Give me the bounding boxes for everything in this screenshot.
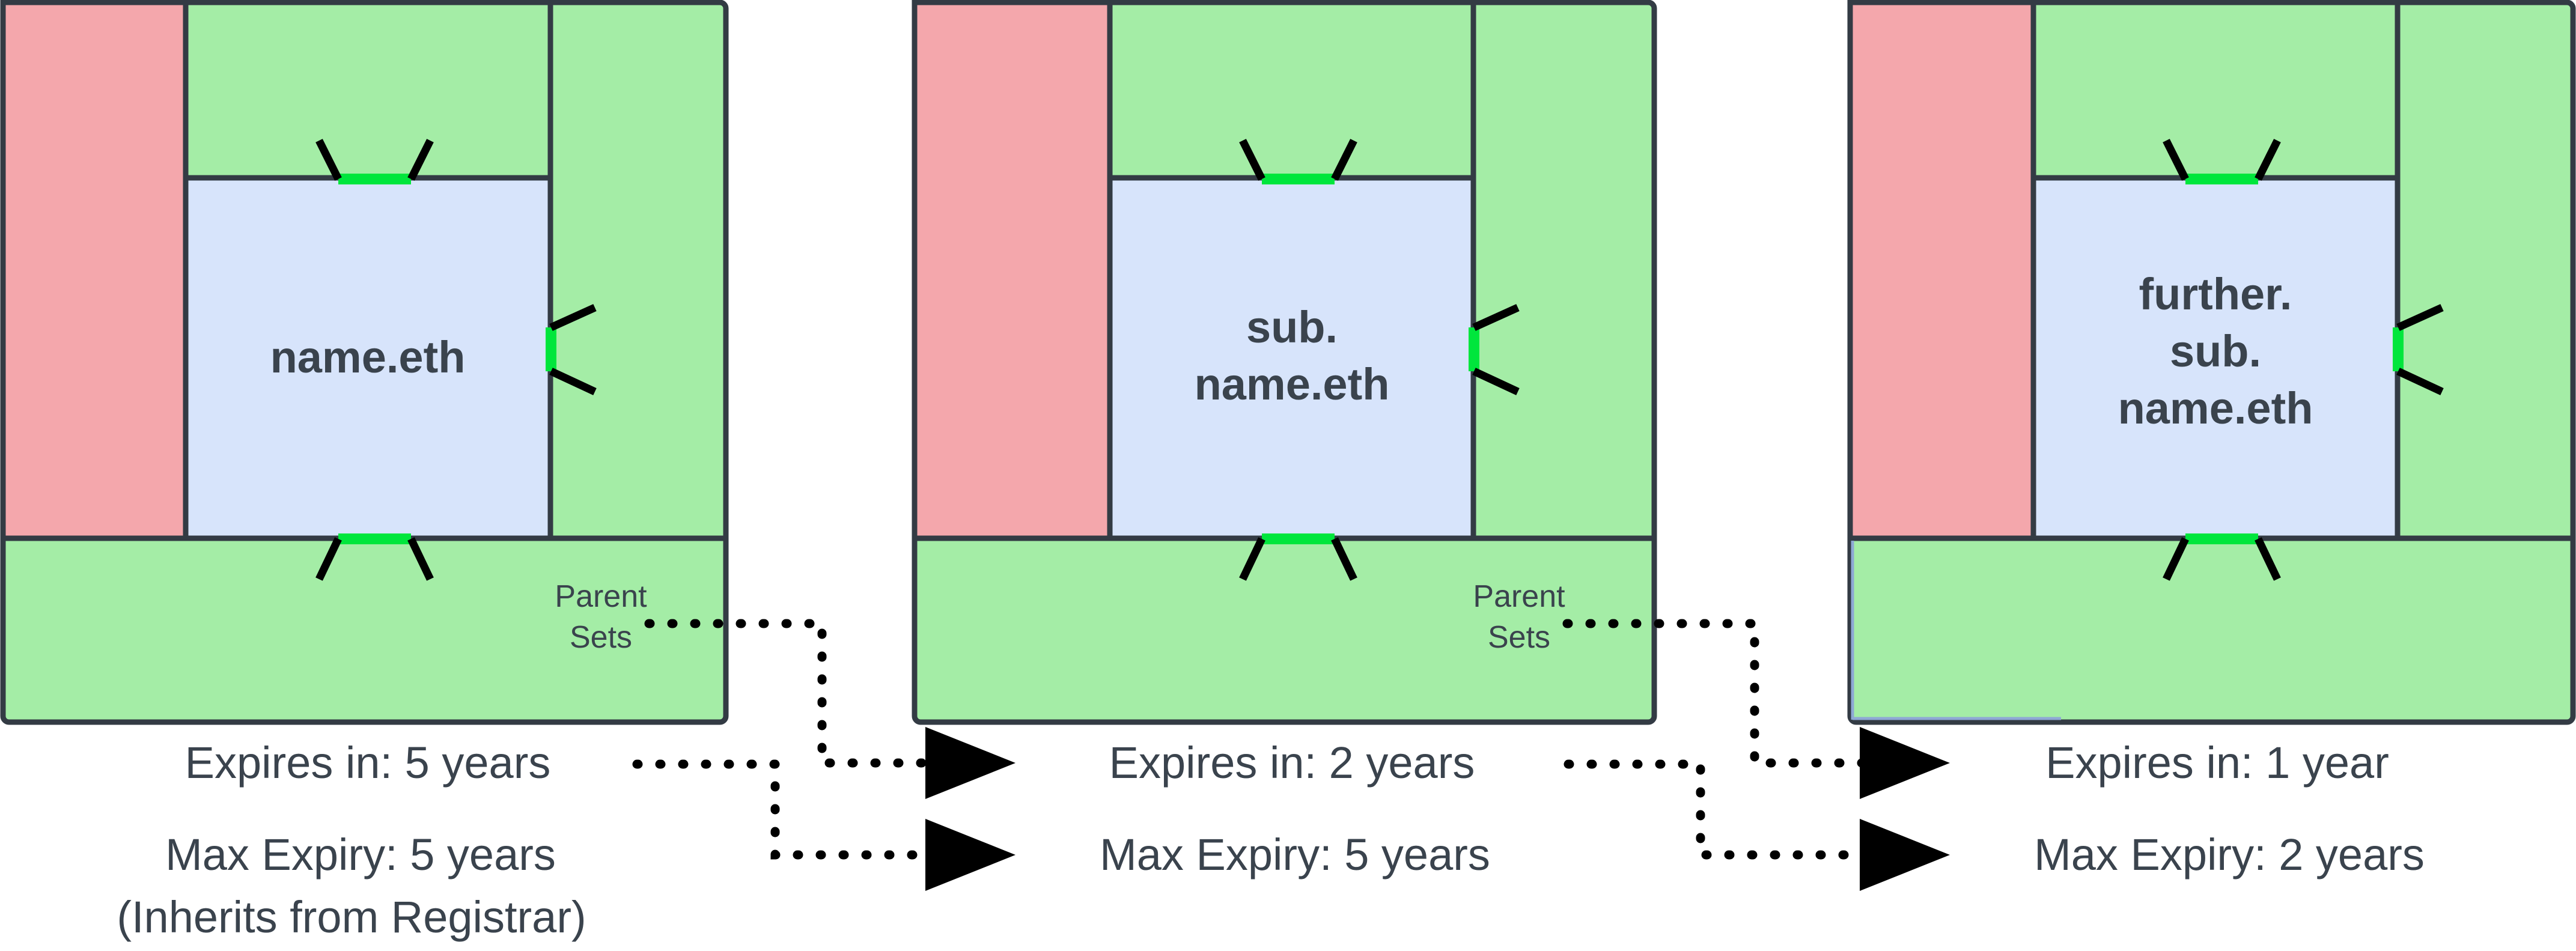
fuse-tick-top-left-3 (2163, 139, 2189, 181)
fuse-right-1 (546, 304, 597, 395)
fuse-tick-bottom-right-3 (2255, 537, 2281, 581)
fuse-tick-right-bottom-2 (1472, 368, 1520, 395)
node-label-2-line1: sub. (1246, 302, 1338, 352)
max-expiry-text-1: Max Expiry: 5 years (165, 830, 556, 880)
fuse-tick-top-left-1 (315, 139, 342, 181)
registrar-block-1 (0, 0, 189, 541)
node-group-name-eth: name.eth Parent Sets (0, 0, 729, 725)
name-block-2 (1107, 175, 1476, 541)
expires-in-text-2: Expires in: 2 years (1109, 738, 1475, 788)
name-block-3 (2030, 175, 2401, 541)
fuse-tick-bottom-left-1 (315, 537, 342, 581)
fuse-tick-top-right-1 (407, 139, 434, 181)
node-label-3-line1: further. (2139, 269, 2292, 319)
registrar-block-3 (1847, 0, 2036, 541)
fuse-right-3 (2393, 304, 2444, 395)
fuse-tick-bottom-left-2 (1239, 537, 1265, 581)
fuse-tick-right-top-2 (1472, 304, 1520, 331)
expires-in-text-3: Expires in: 1 year (2045, 738, 2389, 788)
max-expiry-note-text-1: (Inherits from Registrar) (117, 892, 586, 942)
expires-in-text-1: Expires in: 5 years (185, 738, 551, 788)
node-label-2-line2: name.eth (1195, 359, 1390, 409)
fuse-tick-right-top-1 (549, 304, 597, 331)
node-label-3-line2: sub. (2170, 326, 2261, 376)
max-expiry-text-2: Max Expiry: 5 years (1100, 830, 1490, 880)
node-group-sub-name-eth: sub. name.eth Parent Sets (912, 0, 1657, 725)
node-label-1: name.eth (270, 332, 466, 382)
fuse-tick-right-bottom-1 (549, 368, 597, 395)
parent-sets-label-1-line2: Sets (570, 620, 632, 655)
fuse-tick-top-left-2 (1239, 139, 1265, 181)
fuse-right-2 (1469, 304, 1520, 395)
parent-sets-label-1-line1: Parent (555, 579, 647, 614)
fuse-tick-top-right-2 (1331, 139, 1357, 181)
parent-sets-label-2-line1: Parent (1473, 579, 1565, 614)
node-label-3-line3: name.eth (2118, 383, 2313, 433)
name-block-1 (183, 175, 553, 541)
fuse-top-1 (315, 139, 434, 184)
connector-expires-1-to-maxexpiry-2 (632, 759, 1015, 891)
fuse-tick-top-right-3 (2255, 139, 2281, 181)
fuse-tick-right-top-3 (2396, 304, 2444, 331)
fuse-tick-right-bottom-3 (2396, 368, 2444, 395)
fuse-top-2 (1239, 139, 1357, 184)
parent-sets-label-2-line2: Sets (1488, 620, 1550, 655)
max-expiry-text-3: Max Expiry: 2 years (2034, 830, 2425, 880)
connector-parent-sets-2-to-expires-3 (1562, 619, 1950, 799)
fuse-top-3 (2163, 139, 2281, 184)
fuse-tick-bottom-right-1 (407, 537, 434, 581)
fuse-tick-bottom-right-2 (1331, 537, 1357, 581)
connector-expires-2-to-maxexpiry-3 (1564, 759, 1950, 891)
node-group-further-sub-name-eth: further. sub. name.eth (1847, 0, 2576, 725)
fuse-bottom-2 (1239, 533, 1357, 581)
fuse-bottom-1 (315, 533, 434, 581)
registrar-block-2 (912, 0, 1113, 541)
fuse-tick-bottom-left-3 (2163, 537, 2189, 581)
fuse-bottom-3 (2163, 533, 2281, 581)
